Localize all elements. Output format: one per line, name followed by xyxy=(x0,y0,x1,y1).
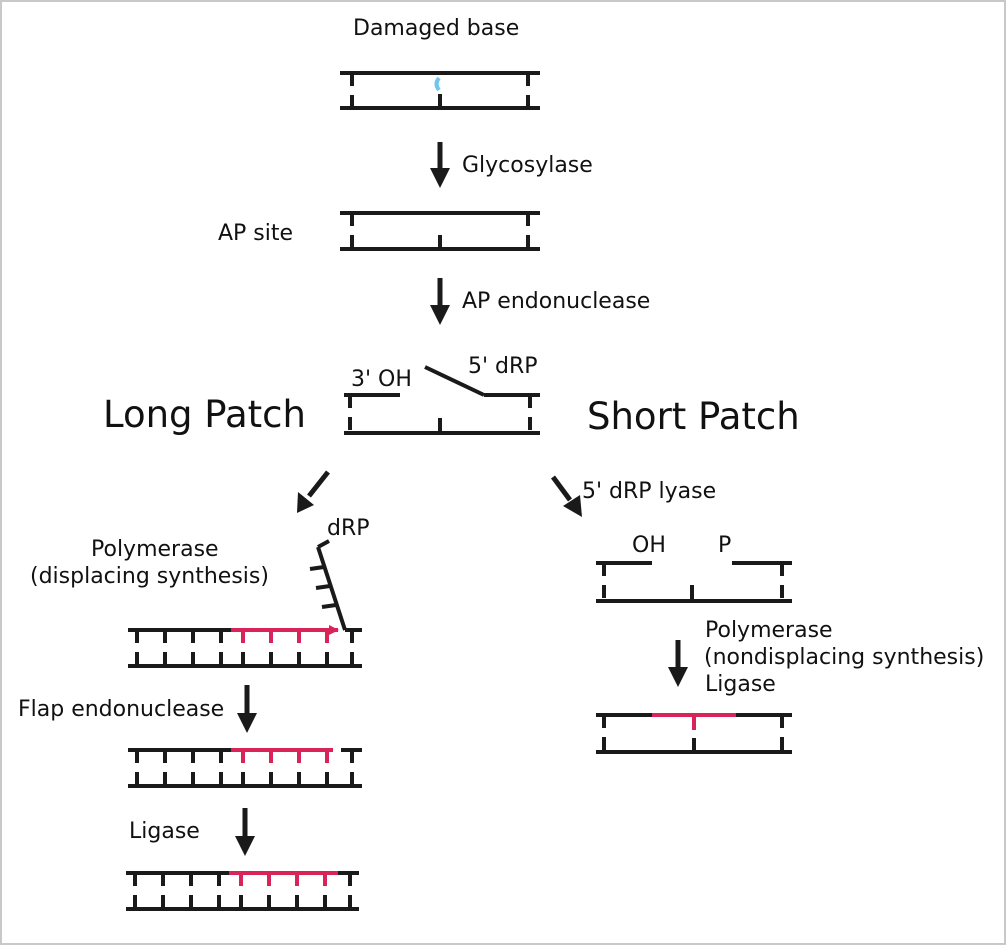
ap-endonuclease-label: AP endonuclease xyxy=(462,289,650,314)
five-drp-lyase-label: 5' dRP lyase xyxy=(582,479,716,504)
dna-long-displacing xyxy=(128,539,362,668)
oh-label: OH xyxy=(632,533,666,558)
base-pairs-new xyxy=(241,630,329,666)
drp-label: dRP xyxy=(327,516,370,541)
dna-ap-site xyxy=(340,211,540,251)
ligase-short-label: Ligase xyxy=(705,672,776,697)
flap-endonuclease-label: Flap endonuclease xyxy=(18,697,224,722)
dna-short-gapped xyxy=(596,561,792,603)
polymerase-long-label-2: (displacing synthesis) xyxy=(30,564,269,589)
dna-nicked xyxy=(344,365,540,435)
dna-long-ligated xyxy=(126,871,359,911)
down-left-arrow-icon xyxy=(297,470,330,513)
dna-short-repaired xyxy=(596,713,792,754)
five-prime-drp-label: 5' dRP xyxy=(468,354,538,379)
polymerase-short-label-2: (nondisplacing synthesis) xyxy=(704,645,984,670)
down-right-arrow-icon xyxy=(550,475,582,517)
polymerase-short-label-1: Polymerase xyxy=(705,618,833,643)
down-arrow-icon xyxy=(235,808,255,856)
ap-site-label: AP site xyxy=(218,221,293,246)
polymerase-long-label-1: Polymerase xyxy=(91,537,219,562)
down-arrow-icon xyxy=(430,142,450,188)
ligase-long-label: Ligase xyxy=(129,819,200,844)
down-arrow-icon xyxy=(668,640,688,687)
dna-damaged xyxy=(340,71,540,110)
damaged-base-mark xyxy=(434,76,441,92)
base-pairs-black xyxy=(135,630,354,666)
down-arrow-icon xyxy=(430,278,450,325)
glycosylase-label: Glycosylase xyxy=(462,153,593,178)
short-patch-title: Short Patch xyxy=(587,395,800,438)
three-prime-oh-label: 3' OH xyxy=(351,367,412,392)
dna-long-flap-removed xyxy=(128,748,362,788)
down-arrow-icon xyxy=(237,685,257,733)
p-label: P xyxy=(718,533,731,558)
long-patch-title: Long Patch xyxy=(103,393,306,436)
damaged-base-label: Damaged base xyxy=(353,16,519,41)
